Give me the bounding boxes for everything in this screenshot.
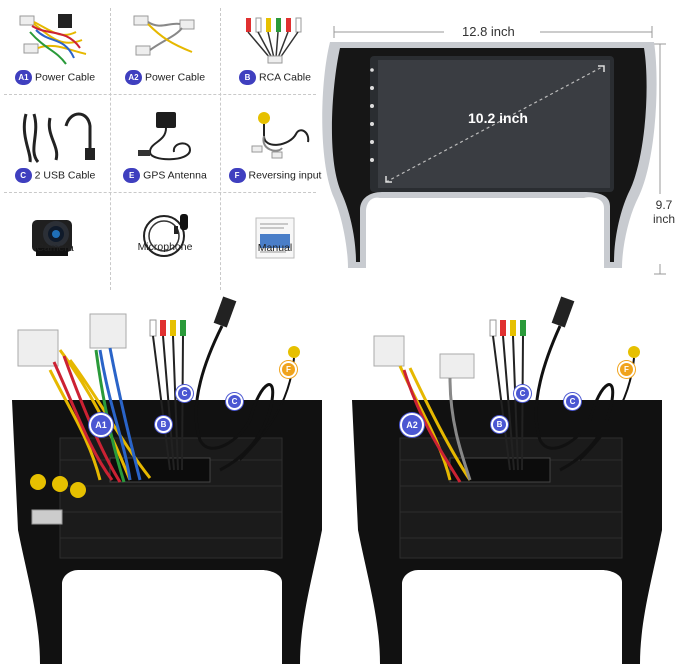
accessory-item: Camera — [2, 198, 108, 294]
callout-badge: F — [618, 361, 635, 378]
callout-badge: A2 — [400, 413, 424, 437]
accessory-caption: Microphone — [112, 241, 218, 253]
reversing-input-cable-icon — [251, 112, 310, 159]
callout-badge: C — [176, 385, 193, 402]
rear-unit-left — [12, 296, 322, 664]
accessory-label: Power Cable — [144, 71, 206, 84]
accessory-label: Power Cable — [34, 71, 96, 84]
microphone-icon — [143, 214, 188, 257]
height-unit: inch — [652, 212, 675, 226]
power-cable-harness-icon — [133, 15, 195, 56]
grid-divider — [110, 8, 111, 290]
accessory-label: 2 USB Cable — [34, 169, 96, 182]
accessory-item: Manual — [222, 198, 328, 294]
accessory-item: Microphone — [112, 198, 218, 294]
rca-cable-icon — [246, 17, 302, 64]
accessory-badge: A1 — [14, 70, 32, 85]
camera-icon — [32, 220, 72, 256]
rear-views — [12, 296, 662, 664]
callout-badge: C — [564, 393, 581, 410]
accessory-badge: F — [228, 168, 246, 183]
callout-badge: F — [280, 361, 297, 378]
grid-divider — [4, 94, 316, 95]
accessory-label: Camera — [36, 242, 74, 255]
gps-antenna-icon — [138, 112, 192, 161]
accessory-badge: E — [123, 168, 141, 183]
screen-size-label: 10.2 inch — [468, 110, 528, 126]
grid-divider — [4, 192, 316, 193]
product-dimension-panel: 12.8 inch 10.2 inch 9.7 inch — [322, 12, 679, 290]
manual-icon — [255, 217, 295, 259]
callout-badge: A1 — [89, 413, 113, 437]
power-cable-harness-icon — [19, 14, 87, 65]
callout-badge: B — [491, 416, 508, 433]
accessory-badge: B — [239, 70, 257, 85]
accessory-caption: Camera — [2, 242, 108, 254]
accessory-label: Reversing input — [248, 169, 322, 182]
width-dimension-label: 12.8 inch — [462, 24, 515, 39]
callout-badge: C — [514, 385, 531, 402]
accessory-badge: A2 — [124, 70, 142, 85]
callout-badge: B — [155, 416, 172, 433]
accessory-label: Microphone — [137, 241, 193, 254]
accessory-label: GPS Antenna — [143, 169, 207, 182]
accessory-label: Manual — [257, 242, 293, 255]
head-unit-front-illustration — [322, 26, 666, 275]
accessory-label: RCA Cable — [259, 71, 311, 84]
rear-unit-right — [352, 296, 662, 664]
callout-badge: C — [226, 393, 243, 410]
grid-divider — [220, 8, 221, 290]
height-dimension-label: 9.7 inch — [649, 198, 679, 226]
accessory-badge: C — [14, 168, 32, 183]
usb-cable-icon — [22, 112, 95, 163]
accessory-caption: Manual — [222, 242, 328, 254]
height-value: 9.7 — [655, 198, 673, 212]
